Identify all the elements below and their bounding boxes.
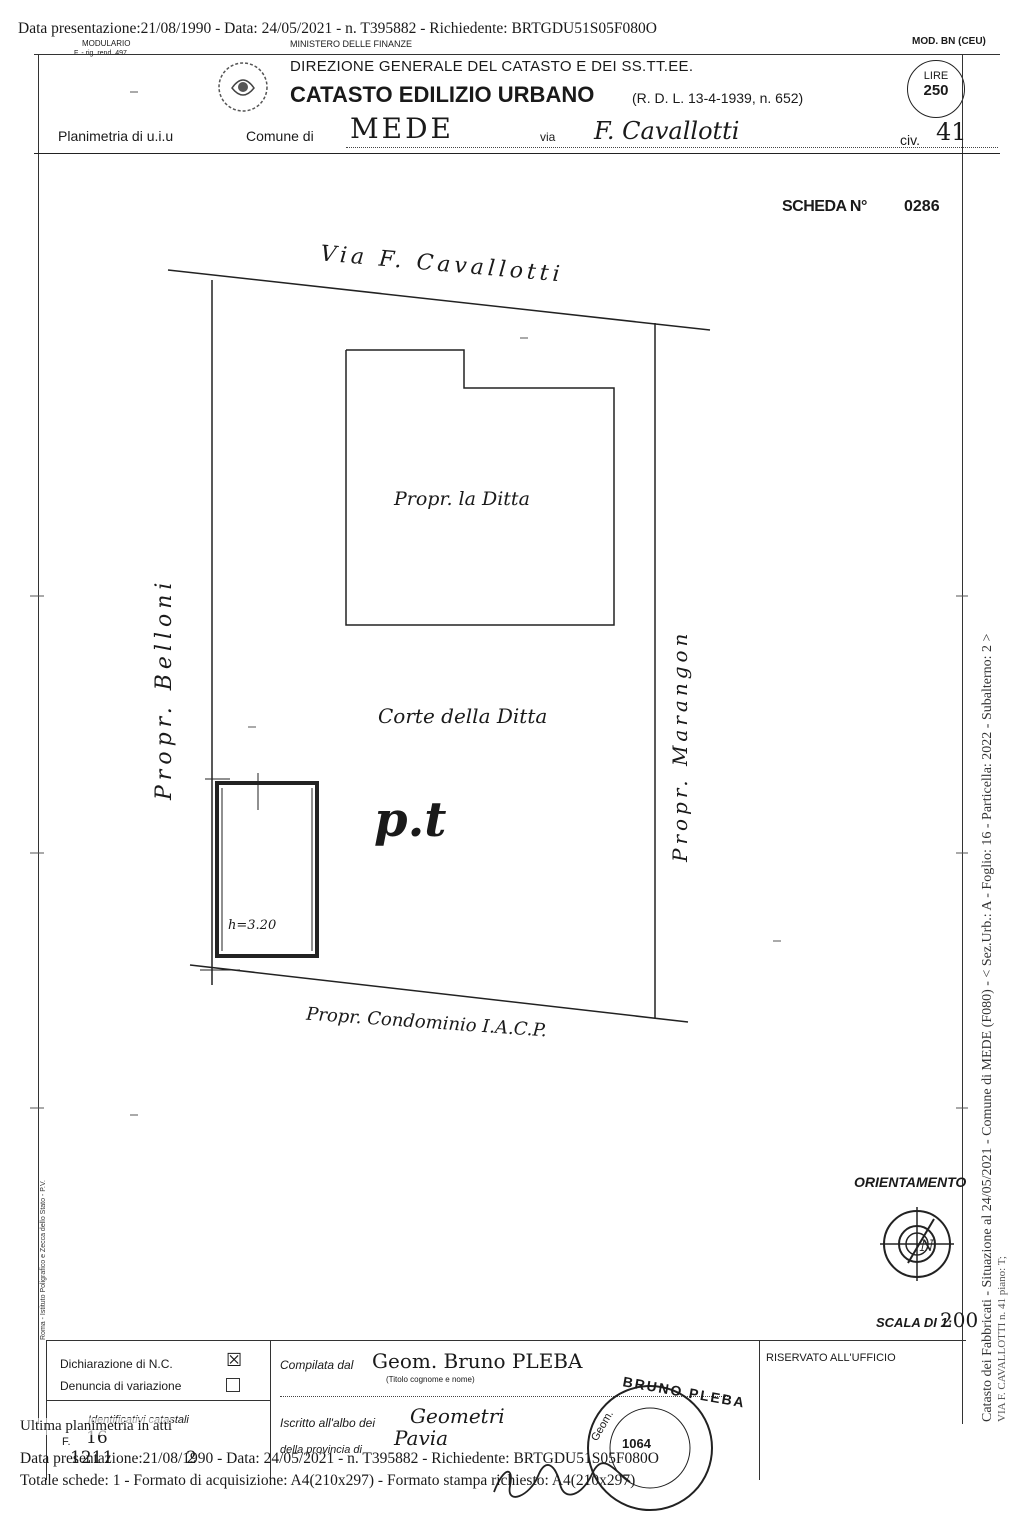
lire-stamp: LIRE 250: [907, 60, 965, 118]
svg-text:N: N: [919, 1236, 935, 1255]
provincia-label: della provincia di: [280, 1444, 362, 1456]
building-label: Propr. la Ditta: [394, 488, 530, 510]
ultima-planimetria: Ultima planimetria in atti: [20, 1418, 173, 1435]
header-top-rule: [34, 54, 1000, 55]
lire-label: LIRE: [923, 70, 949, 82]
right-owner-label: Propr. Marangon: [668, 629, 692, 862]
street-boundary-line: [167, 269, 711, 331]
riservato-label: RISERVATO ALL'UFFICIO: [766, 1352, 896, 1364]
frame-left-rule: [38, 54, 39, 1424]
civ-value: 41: [936, 118, 967, 146]
footer-top-rule: [46, 1340, 966, 1341]
footer-div-2: [759, 1340, 760, 1480]
planimetria-label: Planimetria di u.i.u: [58, 128, 174, 144]
via-value: F. Cavallotti: [594, 117, 740, 145]
geometra-seal: [570, 1376, 730, 1521]
address-dotted-line: [346, 147, 998, 148]
subalterno-value: 2: [186, 1448, 197, 1468]
printer-note: Roma - Istituto Poligrafico e Zecca dell…: [40, 1180, 47, 1340]
titolo-caption: (Titolo cognome e nome): [386, 1375, 475, 1384]
bottom-stamp-line-2: Totale schede: 1 - Formato di acquisizio…: [20, 1472, 636, 1489]
floor-label: p.t: [374, 792, 447, 848]
foglio-label: F.: [62, 1436, 71, 1448]
scheda-label: SCHEDA N°: [782, 198, 867, 215]
unit-outline: [215, 781, 319, 958]
modulario-sub: F. - rig. rend. 497: [74, 50, 127, 57]
header-bottom-rule: [34, 153, 1000, 154]
albo-value: Geometri: [410, 1404, 505, 1428]
comune-value: MEDE: [350, 112, 454, 145]
scale-value: 200: [940, 1308, 979, 1332]
civ-label: civ.: [900, 132, 920, 148]
compilata-dotted: [280, 1396, 730, 1397]
ministero-label: MINISTERO DELLE FINANZE: [290, 39, 413, 49]
courtyard-label: Corte della Ditta: [378, 704, 548, 728]
denuncia-label: Denuncia di variazione: [60, 1379, 182, 1393]
checkbox-denuncia[interactable]: [226, 1378, 240, 1392]
orientation-label: ORIENTAMENTO: [854, 1174, 967, 1190]
footer-mid-rule-left: [46, 1400, 270, 1401]
law-reference: (R. D. L. 13-4-1939, n. 652): [632, 90, 804, 106]
provincia-value: Pavia: [394, 1426, 449, 1450]
modulario-label: MODULARIO: [82, 39, 131, 48]
footer-div-1: [270, 1340, 271, 1480]
signature: [490, 1462, 640, 1507]
particella-value: 1211: [70, 1448, 114, 1468]
iscritto-label: Iscritto all'albo dei: [280, 1416, 376, 1430]
compilata-value: Geom. Bruno PLEBA: [372, 1349, 583, 1373]
mod-label: MOD. BN (CEU): [912, 36, 986, 47]
dichiarazione-label: Dichiarazione di N.C.: [60, 1357, 173, 1371]
compass-icon: N: [878, 1205, 956, 1288]
scale-label: SCALA DI 1:: [876, 1315, 953, 1330]
footer-left-rule: [46, 1340, 47, 1480]
bottom-stamp-line-1: Data presentazione:21/08/1990 - Data: 24…: [20, 1450, 659, 1467]
lire-value: 250: [923, 82, 949, 99]
comune-label: Comune di: [246, 128, 314, 144]
side-stamp-address: VIA F. CAVALLOTTI n. 41 piano: T;: [996, 1256, 1008, 1422]
seal-number: 1064: [622, 1436, 651, 1451]
via-label: via: [540, 130, 556, 144]
direzione-label: DIREZIONE GENERALE DEL CATASTO E DEI SS.…: [290, 58, 694, 75]
top-stamp-line: Data presentazione:21/08/1990 - Data: 24…: [18, 20, 657, 37]
side-stamp: Catasto dei Fabbricati - Situazione al 2…: [980, 633, 995, 1422]
emblem-icon: [214, 58, 272, 121]
checkbox-dichiarazione[interactable]: ☒: [226, 1350, 243, 1370]
scheda-number: 0286: [904, 198, 940, 215]
left-owner-label: Propr. Belloni: [152, 577, 177, 800]
catasto-title: CATASTO EDILIZIO URBANO: [290, 82, 595, 107]
building-outline: [345, 349, 615, 626]
compilata-label: Compilata dal: [280, 1358, 354, 1372]
frame-right-rule: [962, 54, 963, 1424]
height-label: h=3.20: [228, 918, 277, 933]
bottom-boundary-line: [189, 964, 689, 1023]
